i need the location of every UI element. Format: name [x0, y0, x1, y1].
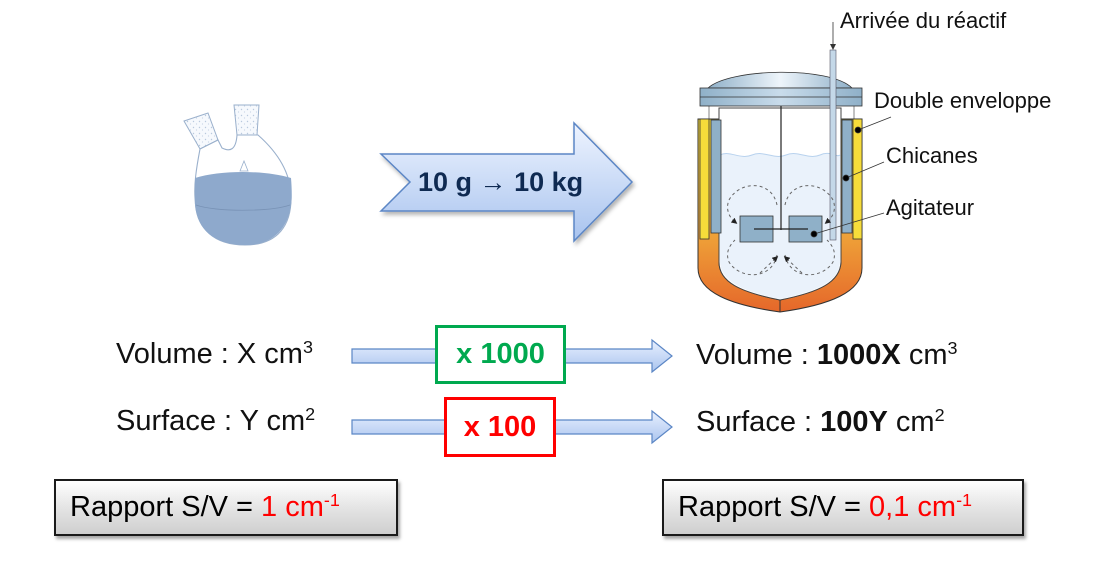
reactor-leader-lines — [810, 116, 892, 238]
surface-large-prefix: Surface : — [696, 406, 821, 438]
scale-to: 10 kg — [514, 167, 584, 197]
scale-arrow-label: 10 g → 10 kg — [418, 167, 583, 198]
label-reagent-inlet: Arrivée du réactif — [840, 8, 1007, 33]
volume-small-text: Volume : X cm — [116, 338, 303, 370]
flask-liquid — [195, 172, 292, 245]
flask-drip — [239, 159, 249, 172]
ratio-large-value-wrap: 0,1 cm-1 — [869, 491, 972, 524]
ratio-small-exp: -1 — [323, 490, 340, 511]
ratio-large-exp: -1 — [956, 490, 973, 511]
label-stirrer: Agitateur — [886, 195, 975, 220]
surface-large-exp: 2 — [934, 405, 945, 426]
ratio-small-value-wrap: 1 cm-1 — [261, 491, 340, 524]
surface-large-unit: cm — [887, 406, 935, 438]
label-double-jacket: Double enveloppe — [874, 88, 1052, 113]
flask — [183, 104, 292, 246]
label-baffles: Chicanes — [886, 143, 978, 168]
surface-small: Surface : Y cm2 — [116, 404, 316, 437]
surface-factor-box: x 100 — [444, 397, 556, 457]
scale-from: 10 g — [418, 167, 473, 197]
volume-large-unit: cm — [900, 339, 948, 371]
volume-small-exp: 3 — [302, 337, 313, 358]
ratio-small-value: 1 cm — [261, 491, 324, 523]
surface-large-value: 100Y — [820, 406, 888, 438]
volume-large-prefix: Volume : — [696, 339, 817, 371]
volume-large-exp: 3 — [947, 338, 958, 359]
volume-small: Volume : X cm3 — [116, 337, 313, 370]
surface-small-exp: 2 — [305, 404, 316, 425]
surface-factor: x 100 — [463, 410, 537, 443]
volume-factor: x 1000 — [456, 338, 545, 370]
ratio-large-value: 0,1 cm — [869, 491, 957, 523]
reactor-lid-dome — [706, 71, 853, 89]
reactor-liquid — [720, 153, 840, 299]
ratio-box-large: Rapport S/V = 0,1 cm-1 — [662, 479, 1024, 536]
scale-arrow-glyph: → — [479, 167, 507, 197]
volume-factor-box: x 1000 — [435, 325, 566, 384]
ratio-large-label: Rapport S/V = — [678, 491, 861, 523]
ratio-small-label: Rapport S/V = — [70, 491, 253, 523]
ratio-box-small: Rapport S/V = 1 cm-1 — [54, 479, 398, 536]
volume-large: Volume : 1000X cm3 — [696, 338, 958, 371]
baffle-left — [710, 119, 722, 234]
surface-large: Surface : 100Y cm2 — [696, 405, 945, 438]
surface-small-text: Surface : Y cm — [116, 405, 306, 437]
volume-large-value: 1000X — [816, 339, 901, 371]
flow-circulation-arrows — [727, 185, 835, 276]
